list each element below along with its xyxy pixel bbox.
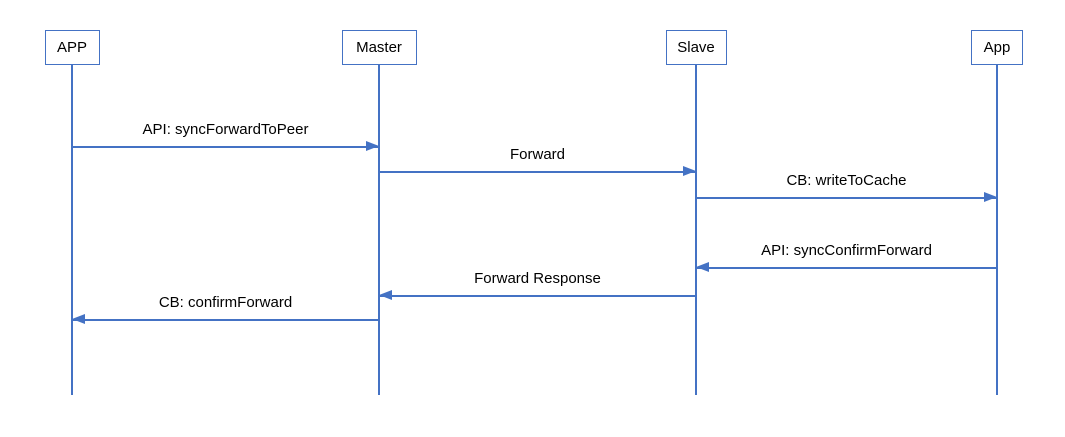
actor-box-app-left: APP bbox=[44, 30, 100, 65]
message-label: CB: confirmForward bbox=[158, 294, 293, 311]
arrowhead-icon bbox=[984, 192, 997, 202]
message-line-master-to-app-left bbox=[72, 319, 379, 321]
message-label: CB: writeToCache bbox=[786, 172, 907, 189]
arrowhead-icon bbox=[379, 290, 392, 300]
message-line-app-right-to-slave bbox=[696, 267, 997, 269]
message-line-slave-to-app-right bbox=[696, 197, 997, 199]
message-label: API: syncConfirmForward bbox=[761, 242, 932, 259]
arrowhead-icon bbox=[72, 314, 85, 324]
message-label: Forward Response bbox=[474, 270, 601, 287]
message-line-app-left-to-master bbox=[72, 146, 379, 148]
actor-box-master: Master bbox=[341, 30, 417, 65]
message-line-master-to-slave bbox=[379, 171, 696, 173]
lifeline-app-right bbox=[996, 65, 998, 395]
actor-box-slave: Slave bbox=[665, 30, 727, 65]
arrowhead-icon bbox=[696, 262, 709, 272]
lifeline-master bbox=[378, 65, 380, 395]
message-line-slave-to-master bbox=[379, 295, 696, 297]
lifeline-slave bbox=[695, 65, 697, 395]
actor-box-app-right: App bbox=[971, 30, 1023, 65]
message-label: API: syncForwardToPeer bbox=[142, 121, 309, 138]
arrowhead-icon bbox=[683, 166, 696, 176]
arrowhead-icon bbox=[366, 141, 379, 151]
message-label: Forward bbox=[509, 146, 565, 163]
lifeline-app-left bbox=[71, 65, 73, 395]
